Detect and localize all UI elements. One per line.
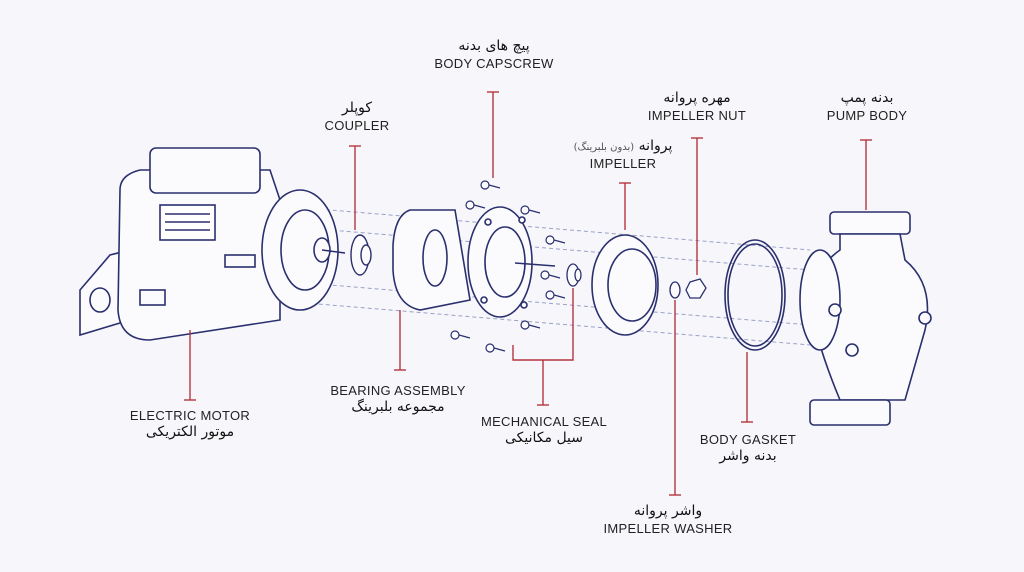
alignment-lines	[269, 204, 811, 346]
label-electric-motor: ELECTRIC MOTOR موتور الکتریکی	[130, 408, 250, 442]
label-pump-body-fa: بدنه پمپ	[840, 90, 894, 106]
label-coupler: کوپلر COUPLER	[325, 100, 390, 134]
label-body-gasket-en: BODY GASKET	[699, 432, 797, 447]
impeller	[591, 234, 659, 336]
label-body-capscrew: پیچ های بدنه BODY CAPSCREW	[434, 38, 553, 72]
mechanical-seal	[566, 263, 582, 287]
label-impeller-nut-fa: مهره پروانه	[663, 90, 731, 106]
label-impeller-en: IMPELLER	[589, 155, 657, 171]
bearing-assembly	[392, 206, 556, 318]
label-body-capscrew-en: BODY CAPSCREW	[434, 55, 554, 71]
label-bearing-assembly-fa: مجموعه بلبرینگ	[351, 399, 445, 416]
label-impeller-nut-en: IMPELLER NUT	[647, 107, 747, 123]
body-gasket	[724, 239, 786, 351]
label-impeller-washer-en: IMPELLER WASHER	[603, 520, 733, 536]
impeller-washer	[669, 281, 681, 299]
label-body-capscrew-fa: پیچ های بدنه	[458, 38, 530, 54]
label-impeller-washer: واشر پروانه IMPELLER WASHER	[604, 503, 733, 537]
label-electric-motor-fa: موتور الکتریکی	[145, 424, 235, 441]
label-pump-body-en: PUMP BODY	[826, 107, 908, 123]
label-impeller-fa-note: (بدون بلبرینگ)	[573, 142, 635, 153]
label-electric-motor-en: ELECTRIC MOTOR	[129, 408, 251, 423]
label-impeller-fa: پروانه	[638, 138, 673, 154]
label-mechanical-seal-fa: سیل مکانیکی	[504, 430, 584, 447]
pump-body	[799, 211, 932, 426]
electric-motor	[79, 147, 346, 341]
label-mechanical-seal-en: MECHANICAL SEAL	[480, 414, 608, 429]
label-impeller-washer-fa: واشر پروانه	[633, 503, 703, 519]
label-pump-body: بدنه پمپ PUMP BODY	[827, 90, 907, 124]
label-impeller-nut: مهره پروانه IMPELLER NUT	[648, 90, 746, 124]
impeller-nut	[685, 278, 707, 299]
leader-lines	[184, 91, 872, 496]
label-body-gasket-fa: بدنه واشر	[719, 448, 777, 465]
body-capscrews	[450, 180, 566, 353]
label-impeller: پروانه (بدون بلبرینگ) IMPELLER	[574, 138, 673, 172]
label-body-gasket: BODY GASKET بدنه واشر	[700, 432, 796, 466]
label-coupler-en: COUPLER	[324, 117, 390, 133]
label-bearing-assembly: BEARING ASSEMBLY مجموعه بلبرینگ	[330, 383, 465, 417]
coupler	[350, 234, 372, 276]
label-impeller-fa-line: پروانه (بدون بلبرینگ)	[574, 138, 673, 156]
label-coupler-fa: کوپلر	[341, 100, 373, 116]
label-mechanical-seal: MECHANICAL SEAL سیل مکانیکی	[481, 414, 607, 448]
label-bearing-assembly-en: BEARING ASSEMBLY	[330, 383, 466, 398]
